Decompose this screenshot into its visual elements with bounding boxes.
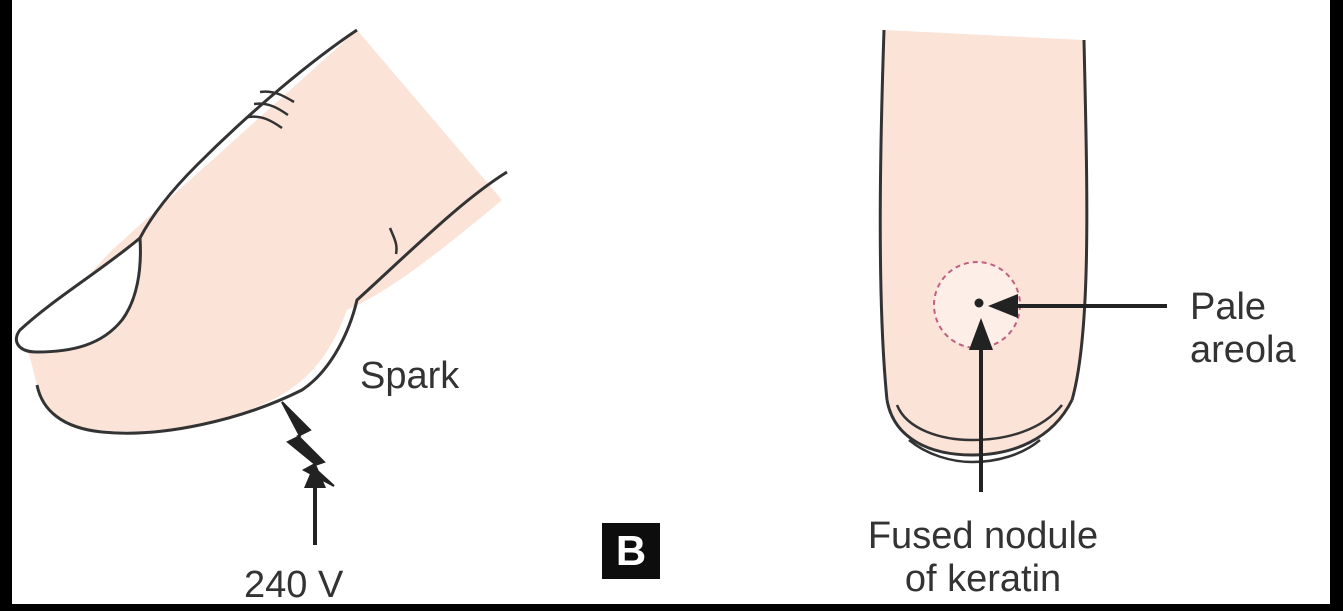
spark-label: Spark: [360, 357, 459, 395]
finger-front-view: [880, 30, 1087, 462]
voltage-label: 240 V: [244, 566, 343, 604]
lightning-bolt-icon: [282, 402, 334, 486]
fused-nodule-label: Fused nodule of keratin: [824, 515, 1142, 600]
panel-label-badge: B: [602, 523, 660, 579]
fused-nodule-line2: of keratin: [824, 558, 1142, 601]
figure-panel: Spark 240 V Pale areola Fused nodule of …: [12, 0, 1330, 604]
finger-diagram: [12, 0, 1330, 604]
pale-areola-line1: Pale: [1190, 286, 1296, 329]
pale-areola-label: Pale areola: [1190, 286, 1296, 371]
fused-nodule-line1: Fused nodule: [824, 515, 1142, 558]
pale-areola-line2: areola: [1190, 329, 1296, 372]
